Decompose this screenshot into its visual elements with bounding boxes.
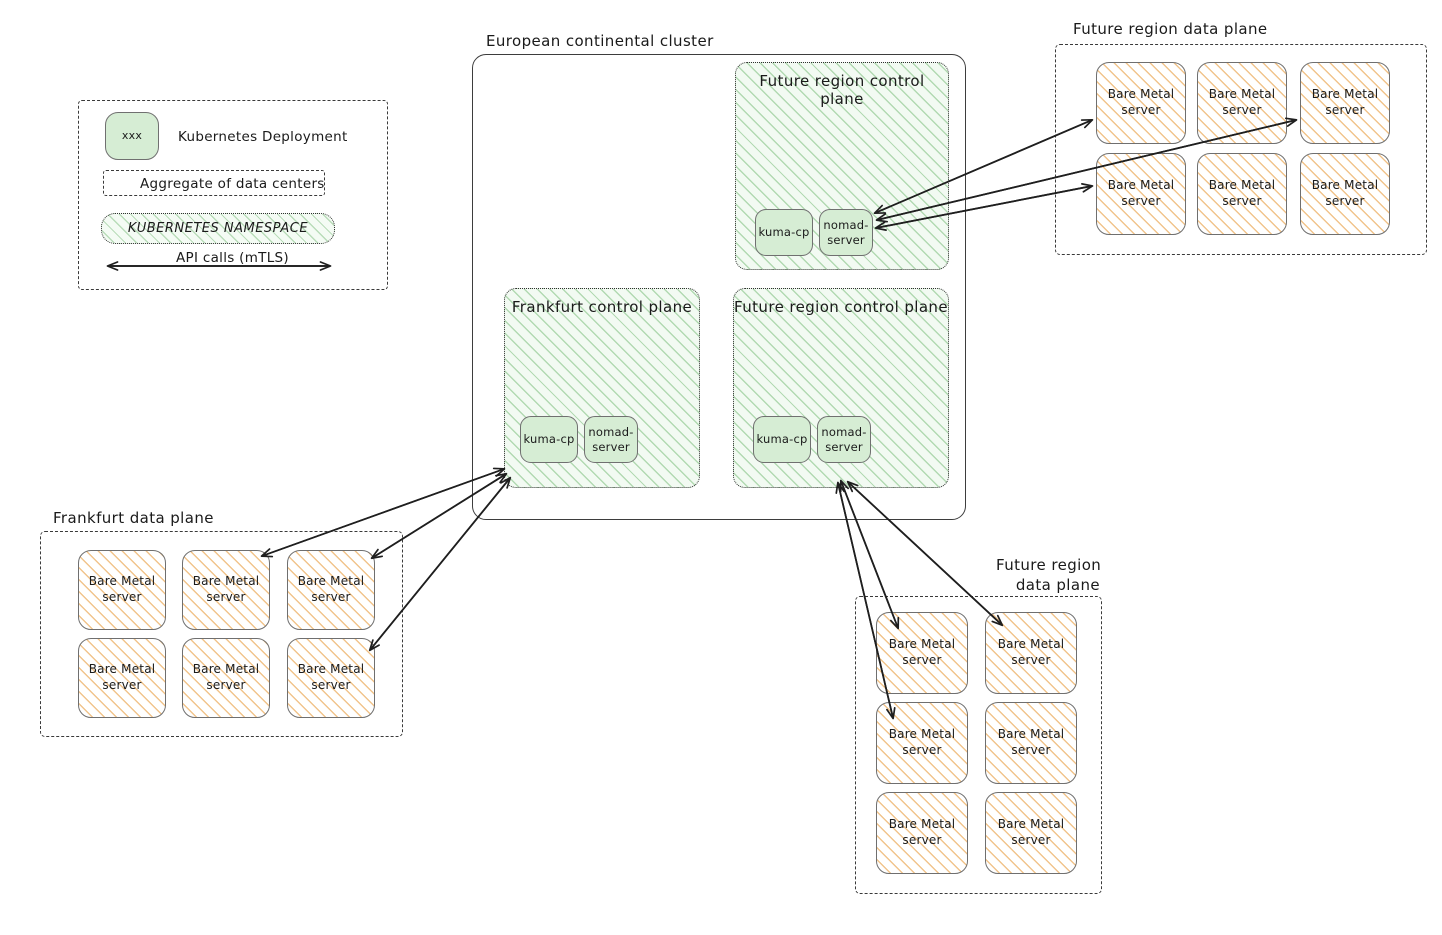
pod-label: nomad-server	[823, 218, 869, 247]
namespace-frankfurt-control-plane: Frankfurt control plane kuma-cp nomad-se…	[504, 288, 700, 488]
legend-aggregate-label: Aggregate of data centers	[140, 176, 325, 192]
namespace-future-region-control-plane-top: Future region control plane kuma-cp noma…	[735, 62, 949, 270]
pod-nomad-server: nomad-server	[584, 416, 638, 463]
pod-label: nomad-server	[821, 425, 867, 454]
legend-namespace-label: KUBERNETES NAMESPACE	[127, 221, 309, 236]
namespace-title: Frankfurt control plane	[511, 298, 693, 316]
legend-deployment-swatch: xxx	[105, 112, 159, 160]
pod-label: nomad-server	[588, 425, 634, 454]
namespace-future-region-control-plane-bottom: Future region control plane kuma-cp noma…	[733, 288, 949, 488]
cluster-title: European continental cluster	[486, 32, 714, 50]
pod-kuma-cp: kuma-cp	[520, 416, 578, 463]
legend-api-calls-label: API calls (mTLS)	[176, 250, 289, 266]
namespace-title: Future region control plane	[759, 72, 925, 108]
legend-deployment-swatch-label: xxx	[121, 129, 143, 143]
european-continental-cluster	[472, 54, 966, 520]
pod-label: kuma-cp	[758, 225, 810, 240]
data-plane-title-frankfurt: Frankfurt data plane	[53, 509, 214, 527]
pod-nomad-server: nomad-server	[819, 209, 873, 256]
legend-aggregate-swatch	[103, 170, 325, 196]
namespace-title: Future region control plane	[734, 298, 948, 316]
legend-namespace-swatch: KUBERNETES NAMESPACE	[101, 213, 335, 244]
data-plane-title-future-top-right: Future region data plane	[1073, 20, 1268, 38]
pod-label: kuma-cp	[523, 432, 575, 447]
legend-deployment-label: Kubernetes Deployment	[178, 129, 348, 145]
pod-kuma-cp: kuma-cp	[753, 416, 811, 463]
pod-kuma-cp: kuma-cp	[755, 209, 813, 256]
pod-label: kuma-cp	[756, 432, 808, 447]
pod-nomad-server: nomad-server	[817, 416, 871, 463]
legend-panel	[78, 100, 388, 290]
